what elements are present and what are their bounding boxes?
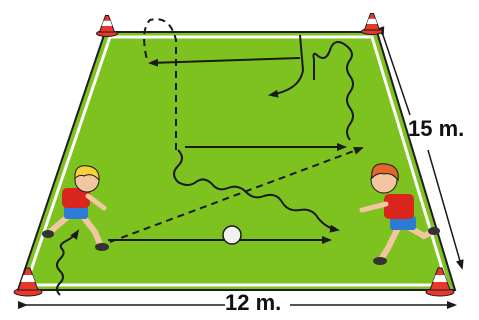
player-right-shoe-back bbox=[373, 257, 387, 265]
cone-top-left bbox=[97, 16, 118, 37]
player-right-shoe-front bbox=[428, 227, 440, 235]
length-dimension-label: 15 m. bbox=[408, 118, 464, 140]
player-right-shirt bbox=[384, 194, 414, 219]
player-left-shoe-front bbox=[95, 243, 109, 251]
width-dimension-label: 12 m. bbox=[225, 292, 281, 314]
player-left-shoe-back bbox=[42, 230, 54, 238]
ball bbox=[223, 226, 241, 244]
cone-top-right bbox=[362, 14, 383, 35]
